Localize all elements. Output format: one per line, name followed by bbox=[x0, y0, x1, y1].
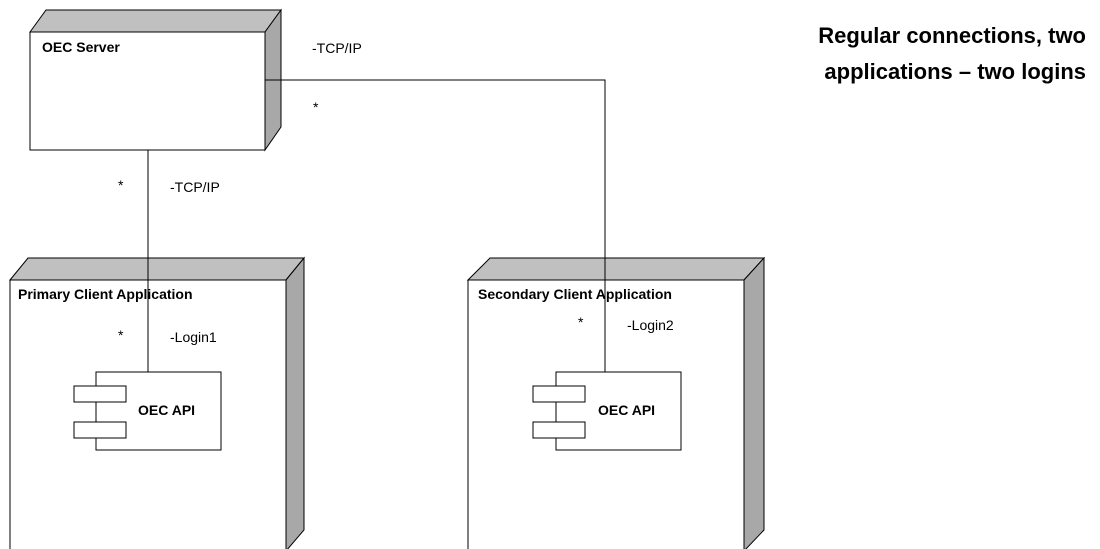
server-node-label: OEC Server bbox=[42, 39, 120, 55]
primary-client-node-label: Primary Client Application bbox=[18, 286, 193, 302]
primary-login-multiplicity: * bbox=[118, 327, 124, 343]
secondary-client-node-side bbox=[743, 256, 765, 549]
secondary-client-node-top bbox=[466, 257, 766, 281]
secondary-oec-api-component: OEC API bbox=[532, 371, 682, 451]
secondary-client-node-label: Secondary Client Application bbox=[478, 286, 672, 302]
secondary-oec-api-port-top bbox=[532, 385, 586, 403]
secondary-oec-api-label: OEC API bbox=[598, 402, 655, 418]
secondary-oec-api-port-bottom bbox=[532, 421, 586, 439]
connection-server-secondary bbox=[265, 79, 606, 372]
primary-login-role: -Login1 bbox=[170, 329, 217, 345]
connection-server-secondary-role: -TCP/IP bbox=[312, 40, 362, 56]
secondary-login-role: -Login2 bbox=[627, 317, 674, 333]
primary-oec-api-label: OEC API bbox=[138, 402, 195, 418]
server-node-front bbox=[29, 31, 266, 151]
server-node-top bbox=[29, 9, 282, 33]
secondary-login-multiplicity: * bbox=[578, 314, 584, 330]
primary-oec-api-port-top bbox=[73, 385, 127, 403]
server-node: OEC Server bbox=[29, 8, 282, 152]
diagram-title-line1: Regular connections, two bbox=[818, 23, 1086, 48]
primary-oec-api-port-bottom bbox=[73, 421, 127, 439]
connection-server-primary-role: -TCP/IP bbox=[170, 179, 220, 195]
primary-client-node-side bbox=[285, 256, 305, 549]
diagram-title-line2: applications – two logins bbox=[824, 59, 1086, 84]
primary-oec-api-component: OEC API bbox=[73, 371, 222, 451]
connection-server-secondary-multiplicity: * bbox=[313, 99, 319, 115]
primary-client-node-top bbox=[8, 257, 306, 281]
connection-server-primary-multiplicity: * bbox=[118, 177, 124, 193]
